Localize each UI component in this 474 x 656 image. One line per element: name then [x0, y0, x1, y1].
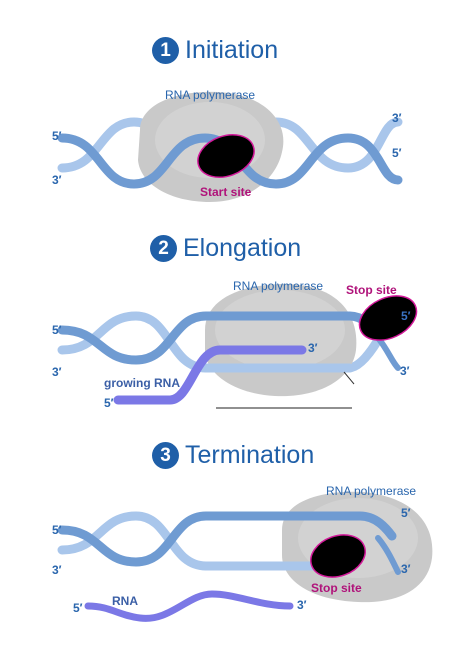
stop-site-label-3: Stop site	[311, 581, 362, 595]
p1-right-bottom-end: 5′	[392, 146, 402, 160]
p2-rna-3-end: 3′	[308, 341, 318, 355]
p2-rna-5-end: 5′	[104, 396, 114, 410]
p1-right-top-end: 3′	[392, 111, 402, 125]
step-number-1: 1	[152, 37, 179, 64]
tick-mark	[343, 371, 355, 385]
p2-left-bottom-end: 3′	[52, 365, 62, 379]
step-number-3: 3	[152, 442, 179, 469]
growing-rna-label: growing RNA	[104, 376, 180, 390]
p2-left-top-end: 5′	[52, 323, 62, 337]
initiation-title: Initiation	[185, 36, 279, 64]
stop-site	[358, 295, 418, 341]
stop-site-label-2: Stop site	[346, 283, 397, 297]
stop-site	[310, 534, 366, 578]
step-number-2: 2	[150, 235, 177, 262]
polymerase-label-1: RNA polymerase	[165, 88, 256, 102]
polymerase-label-3: RNA polymerase	[326, 484, 417, 498]
dna-strand-right-tail	[375, 335, 401, 371]
termination-title: Termination	[185, 441, 315, 469]
elongation-figure	[57, 284, 418, 409]
p2-right-bottom-end: 3′	[400, 364, 410, 378]
p1-left-top-end: 5′	[52, 129, 62, 143]
p3-right-bottom-end: 3′	[401, 562, 411, 576]
polymerase-shading	[215, 290, 345, 370]
growing-rna	[113, 345, 307, 405]
stop-site-inner-end: 5′	[401, 309, 411, 323]
rna-label: RNA	[112, 594, 138, 608]
p1-left-bottom-end: 3′	[52, 173, 62, 187]
p3-right-top-end: 5′	[401, 506, 411, 520]
elongation-heading: 2 Elongation	[150, 234, 301, 263]
start-site-label: Start site	[200, 185, 252, 199]
p3-rna-3-end: 3′	[297, 598, 307, 612]
elongation-title: Elongation	[183, 234, 302, 262]
start-site	[197, 133, 255, 179]
dna-strand-right-tail	[375, 535, 401, 575]
dna-strand-dark	[57, 511, 397, 567]
initiation-heading: 1 Initiation	[152, 36, 278, 65]
p3-rna-5-end: 5′	[73, 601, 83, 615]
p3-left-top-end: 5′	[52, 523, 62, 537]
polymerase-label-2: RNA polymerase	[233, 279, 324, 293]
released-rna	[84, 590, 294, 622]
termination-heading: 3 Termination	[152, 441, 314, 470]
p3-left-bottom-end: 3′	[52, 563, 62, 577]
termination-figure	[57, 491, 433, 622]
dna-strand-light	[57, 311, 383, 373]
initiation-figure	[57, 91, 403, 202]
